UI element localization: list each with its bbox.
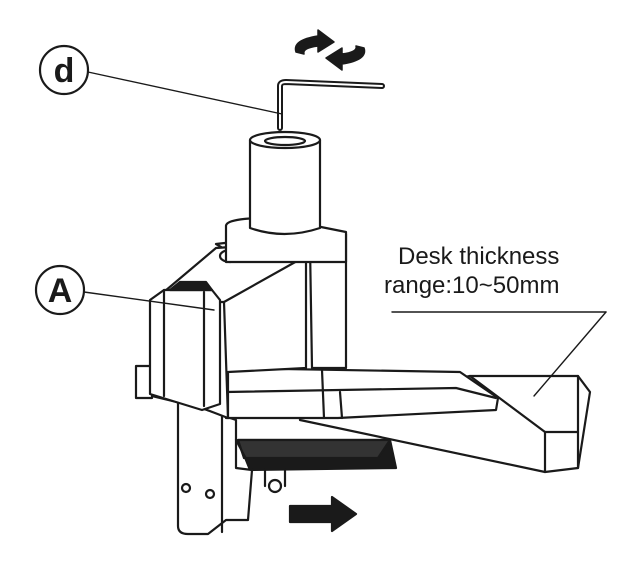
desk-thickness-range: range:10~50mm	[384, 272, 560, 299]
callout-a: A	[34, 264, 215, 316]
callout-d: d	[38, 44, 283, 115]
pole	[224, 130, 348, 264]
allen-key-icon	[277, 79, 385, 131]
annotation-leader	[391, 311, 607, 397]
right-arrow-icon	[288, 495, 358, 533]
clamp-vertical-arm	[176, 398, 254, 536]
callout-d-label: d	[54, 52, 75, 90]
knob-a	[148, 280, 222, 412]
clamp-top-arm	[224, 366, 500, 420]
desk-thickness-label: Desk thickness	[398, 243, 560, 270]
callout-a-label: A	[48, 272, 73, 310]
clamp-bottom-plate	[236, 438, 398, 494]
rotate-arrows-icon	[294, 29, 366, 71]
